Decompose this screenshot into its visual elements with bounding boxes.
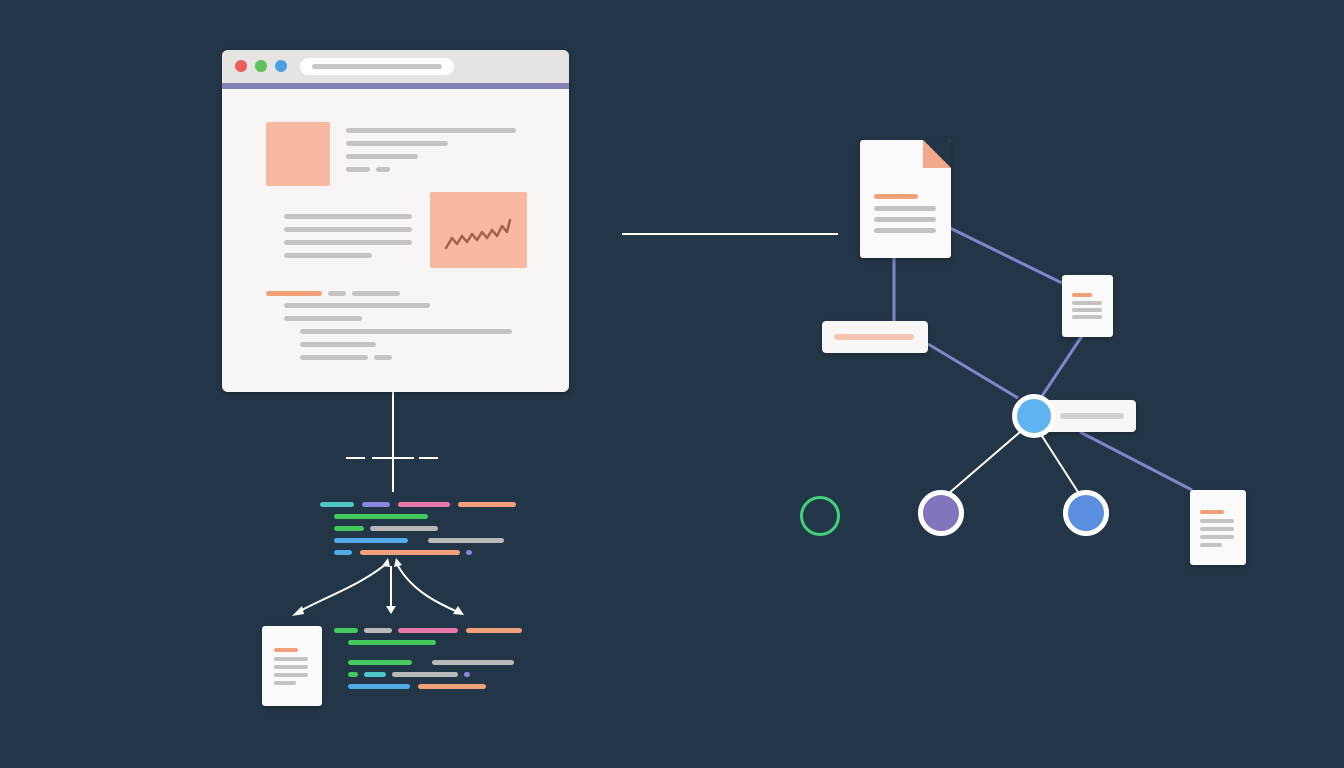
folded-corner xyxy=(923,140,951,168)
text-line xyxy=(284,303,430,308)
browser-window-icon xyxy=(222,50,569,392)
text-line xyxy=(346,167,370,172)
address-bar xyxy=(300,58,454,75)
arrow-down-head xyxy=(386,606,396,614)
text-line xyxy=(376,167,390,172)
text-line xyxy=(346,128,516,133)
document-icon xyxy=(1062,275,1113,337)
text-line xyxy=(284,253,372,258)
arrow-left xyxy=(297,563,387,613)
image-placeholder xyxy=(266,122,330,186)
edge-hub-to-blue xyxy=(1041,435,1079,493)
circle-node-icon xyxy=(918,490,964,536)
label-pill xyxy=(822,321,928,353)
circle-node-icon xyxy=(1063,490,1109,536)
text-line xyxy=(300,329,512,334)
text-line xyxy=(346,141,448,146)
edge-smalldoc-to-hub xyxy=(1040,335,1084,397)
edge-pill-to-hub xyxy=(927,342,1019,400)
edge-hub-to-rightdoc xyxy=(1079,430,1193,492)
text-line xyxy=(300,342,376,347)
text-line xyxy=(284,214,412,219)
text-line xyxy=(300,355,368,360)
text-line xyxy=(284,240,412,245)
code-lines-icon xyxy=(320,500,520,560)
arrow-up-right-head xyxy=(394,558,402,567)
document-icon xyxy=(860,140,951,258)
window-close-dot xyxy=(235,60,247,72)
chart-card xyxy=(430,192,527,268)
arrow-up-left-head xyxy=(382,558,390,567)
edge-hub-to-purple xyxy=(947,431,1021,495)
text-line xyxy=(352,291,400,296)
browser-accent-strip xyxy=(222,83,569,89)
highlight-line xyxy=(266,291,322,296)
text-line xyxy=(328,291,346,296)
browser-titlebar xyxy=(222,50,569,83)
document-icon xyxy=(1190,490,1246,565)
text-line xyxy=(284,227,412,232)
arrow-right xyxy=(397,565,459,613)
arrow-right-head xyxy=(453,606,464,615)
text-line xyxy=(284,316,362,321)
code-lines-icon xyxy=(334,626,534,692)
window-maximize-dot xyxy=(255,60,267,72)
edge-doc-to-smalldoc xyxy=(949,226,1063,285)
text-line xyxy=(374,355,392,360)
window-minimize-dot xyxy=(275,60,287,72)
zigzag-chart-icon xyxy=(444,218,512,250)
document-icon xyxy=(262,626,322,706)
ring-node-icon xyxy=(800,496,840,536)
text-line xyxy=(346,154,418,159)
arrow-left-head xyxy=(292,606,304,616)
circle-node-icon xyxy=(1012,394,1056,438)
